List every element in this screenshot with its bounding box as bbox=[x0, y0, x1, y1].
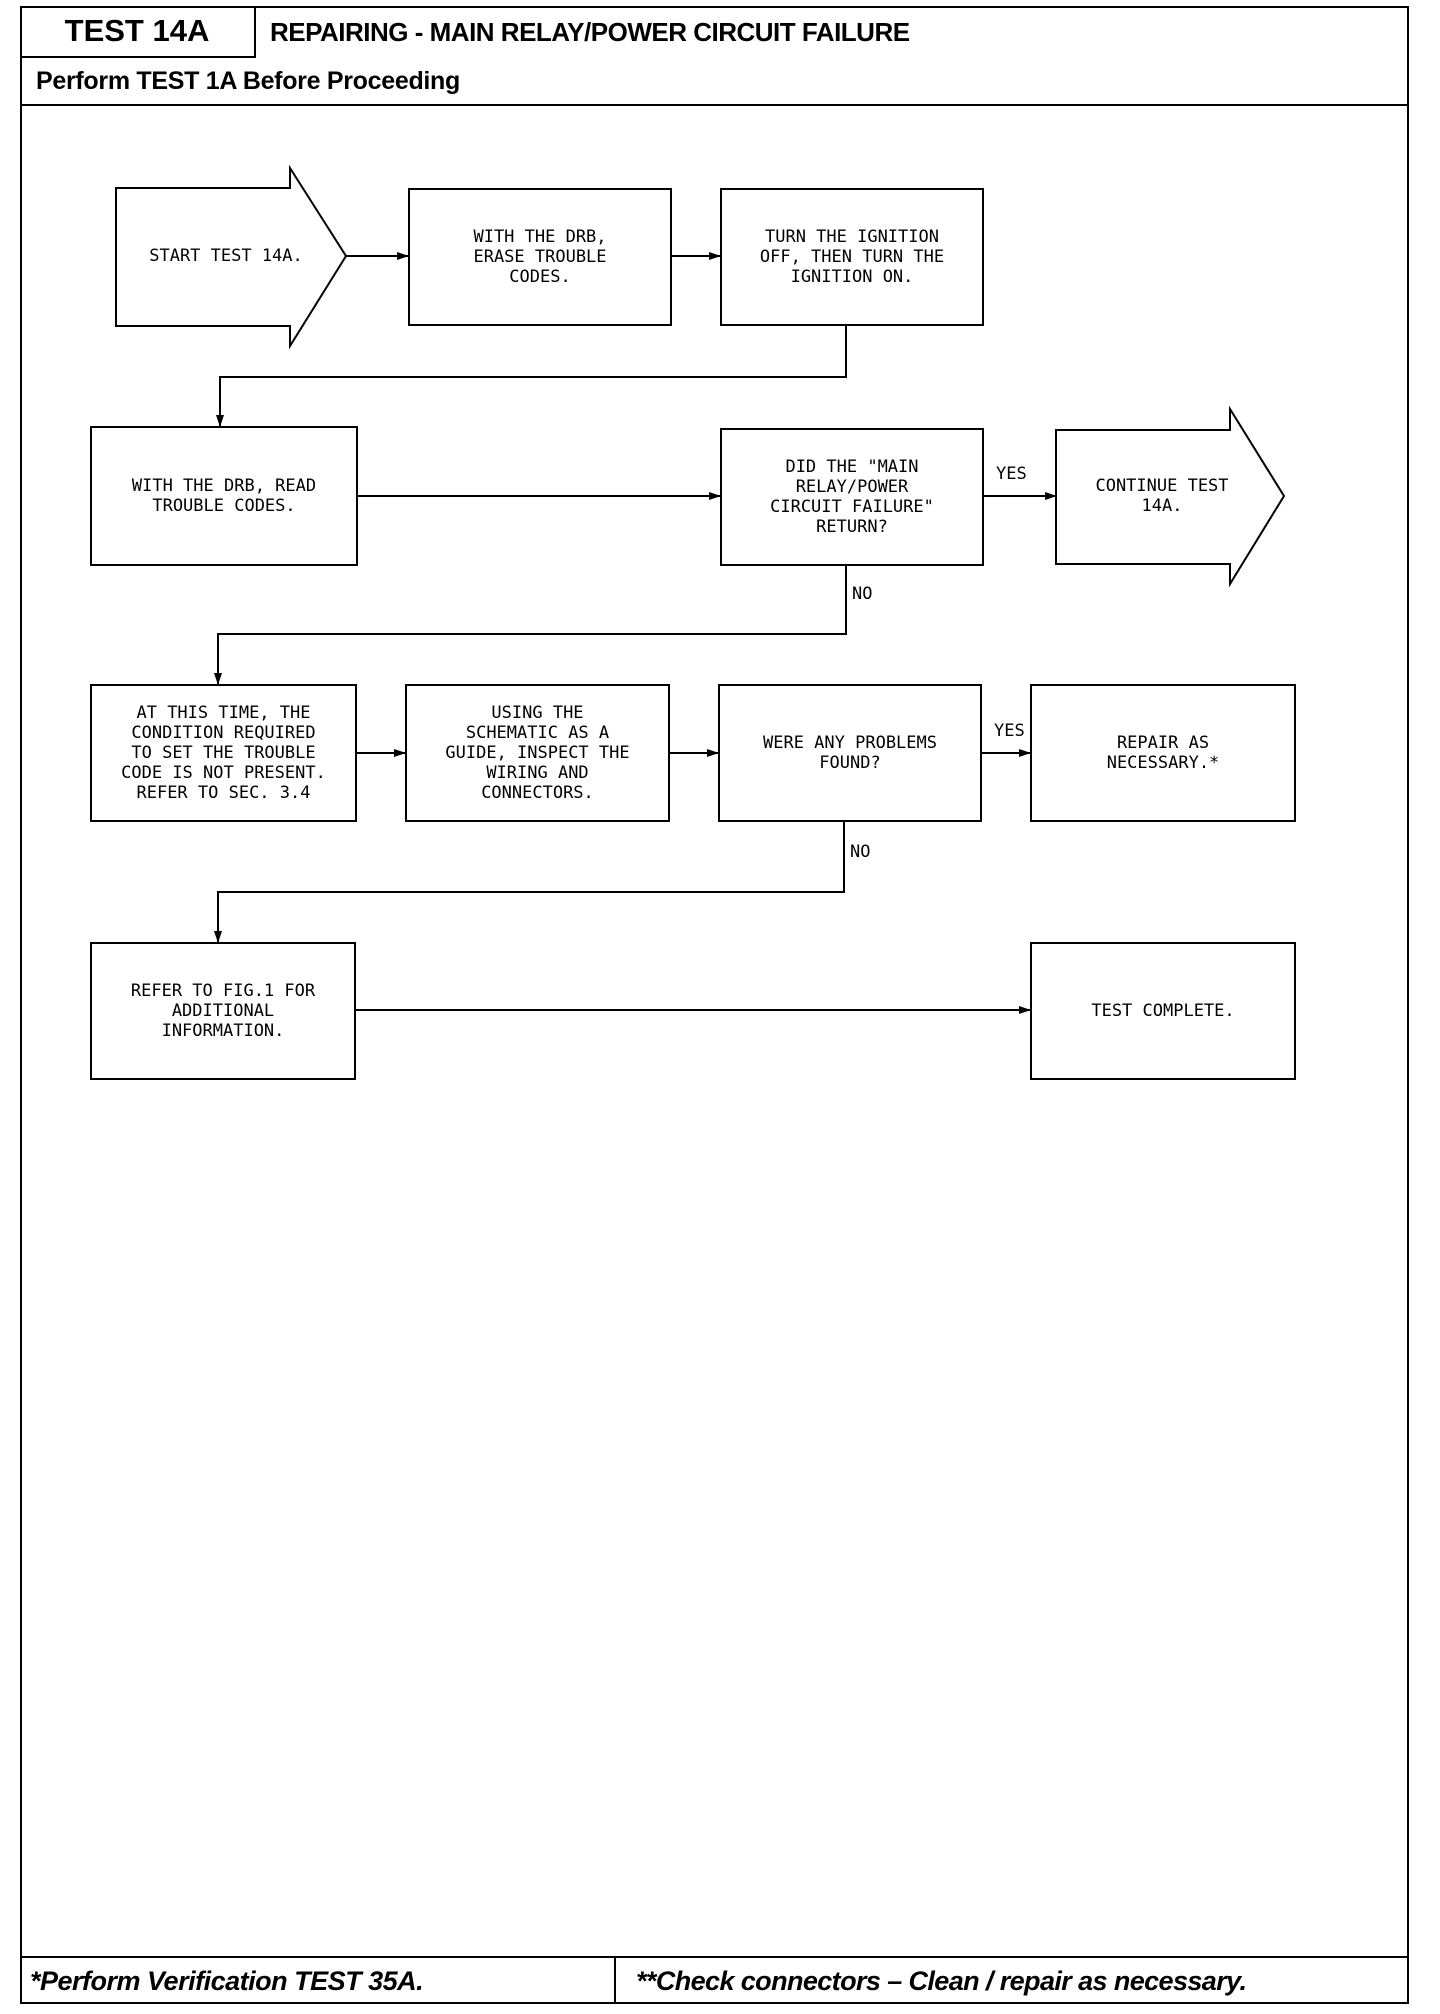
connector-problems-no bbox=[214, 822, 845, 943]
connector-ignition-to-read bbox=[216, 326, 847, 427]
no-label: NO bbox=[850, 842, 871, 862]
connector-question-no bbox=[214, 564, 847, 685]
inspect-wiring-step: USING THE SCHEMATIC AS A GUIDE, INSPECT … bbox=[405, 684, 670, 822]
connector-note: **Check connectors – Clean / repair as n… bbox=[616, 1956, 1409, 2004]
condition-not-present-step: AT THIS TIME, THE CONDITION REQUIRED TO … bbox=[90, 684, 357, 822]
ignition-cycle-step: TURN THE IGNITION OFF, THEN TURN THE IGN… bbox=[720, 188, 984, 326]
start-test-label: START TEST 14A. bbox=[149, 246, 303, 266]
page-frame bbox=[20, 6, 1409, 2004]
test-id: TEST 14A bbox=[20, 6, 256, 58]
page-title: REPAIRING - MAIN RELAY/POWER CIRCUIT FAI… bbox=[270, 16, 910, 47]
prerequisite-note: Perform TEST 1A Before Proceeding bbox=[20, 58, 1409, 106]
continue-arrow-shape bbox=[1055, 405, 1286, 588]
problems-found-question: WERE ANY PROBLEMS FOUND? bbox=[718, 684, 982, 822]
repair-step: REPAIR AS NECESSARY.* bbox=[1030, 684, 1296, 822]
refer-fig-step: REFER TO FIG.1 FOR ADDITIONAL INFORMATIO… bbox=[90, 942, 356, 1080]
continue-test-label: CONTINUE TEST 14A. bbox=[1095, 476, 1229, 516]
yes-label: YES bbox=[994, 721, 1025, 741]
yes-label: YES bbox=[996, 464, 1027, 484]
failure-return-question: DID THE "MAIN RELAY/POWER CIRCUIT FAILUR… bbox=[720, 428, 984, 566]
test-complete-step: TEST COMPLETE. bbox=[1030, 942, 1296, 1080]
read-codes-step: WITH THE DRB, READ TROUBLE CODES. bbox=[90, 426, 358, 566]
no-label: NO bbox=[852, 584, 873, 604]
verification-note: *Perform Verification TEST 35A. bbox=[20, 1956, 616, 2004]
start-arrow-shape bbox=[115, 164, 348, 350]
erase-codes-step: WITH THE DRB, ERASE TROUBLE CODES. bbox=[408, 188, 672, 326]
